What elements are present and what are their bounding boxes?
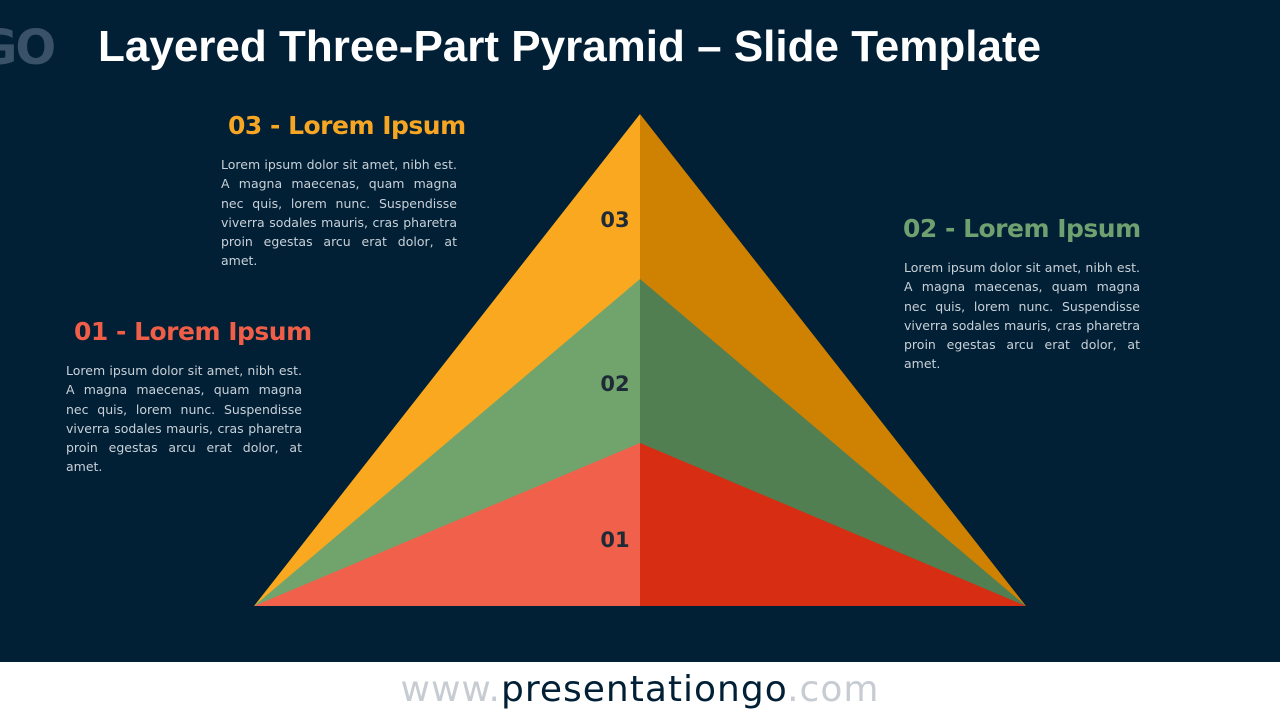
section-03-body: Lorem ipsum dolor sit amet, nibh est. A … xyxy=(221,157,457,269)
layer-02-number: 02 xyxy=(600,372,629,396)
footer-url-brand: presentationgo xyxy=(501,669,788,710)
footer-url[interactable]: www.presentationgo.com xyxy=(0,662,1280,720)
footer-url-suffix: .com xyxy=(787,669,880,710)
layer-01-right-face xyxy=(640,443,1026,606)
section-02-heading: 02 - Lorem Ipsum xyxy=(903,214,1141,243)
layer-01-number: 01 xyxy=(600,528,629,552)
logo-fragment: GO xyxy=(0,20,56,76)
section-03-heading: 03 - Lorem Ipsum xyxy=(228,111,466,140)
layer-03-number: 03 xyxy=(600,208,629,232)
slide-canvas: GO Layered Three-Part Pyramid – Slide Te… xyxy=(0,0,1280,662)
pyramid-diagram: 03 02 01 xyxy=(254,114,1026,606)
section-01-heading: 01 - Lorem Ipsum xyxy=(74,317,312,346)
section-02-body: Lorem ipsum dolor sit amet, nibh est. A … xyxy=(904,260,1140,372)
layer-01-left-face xyxy=(254,443,640,606)
slide-title: Layered Three-Part Pyramid – Slide Templ… xyxy=(98,22,1042,71)
footer-url-prefix: www. xyxy=(400,669,501,710)
section-01-body: Lorem ipsum dolor sit amet, nibh est. A … xyxy=(66,363,302,475)
